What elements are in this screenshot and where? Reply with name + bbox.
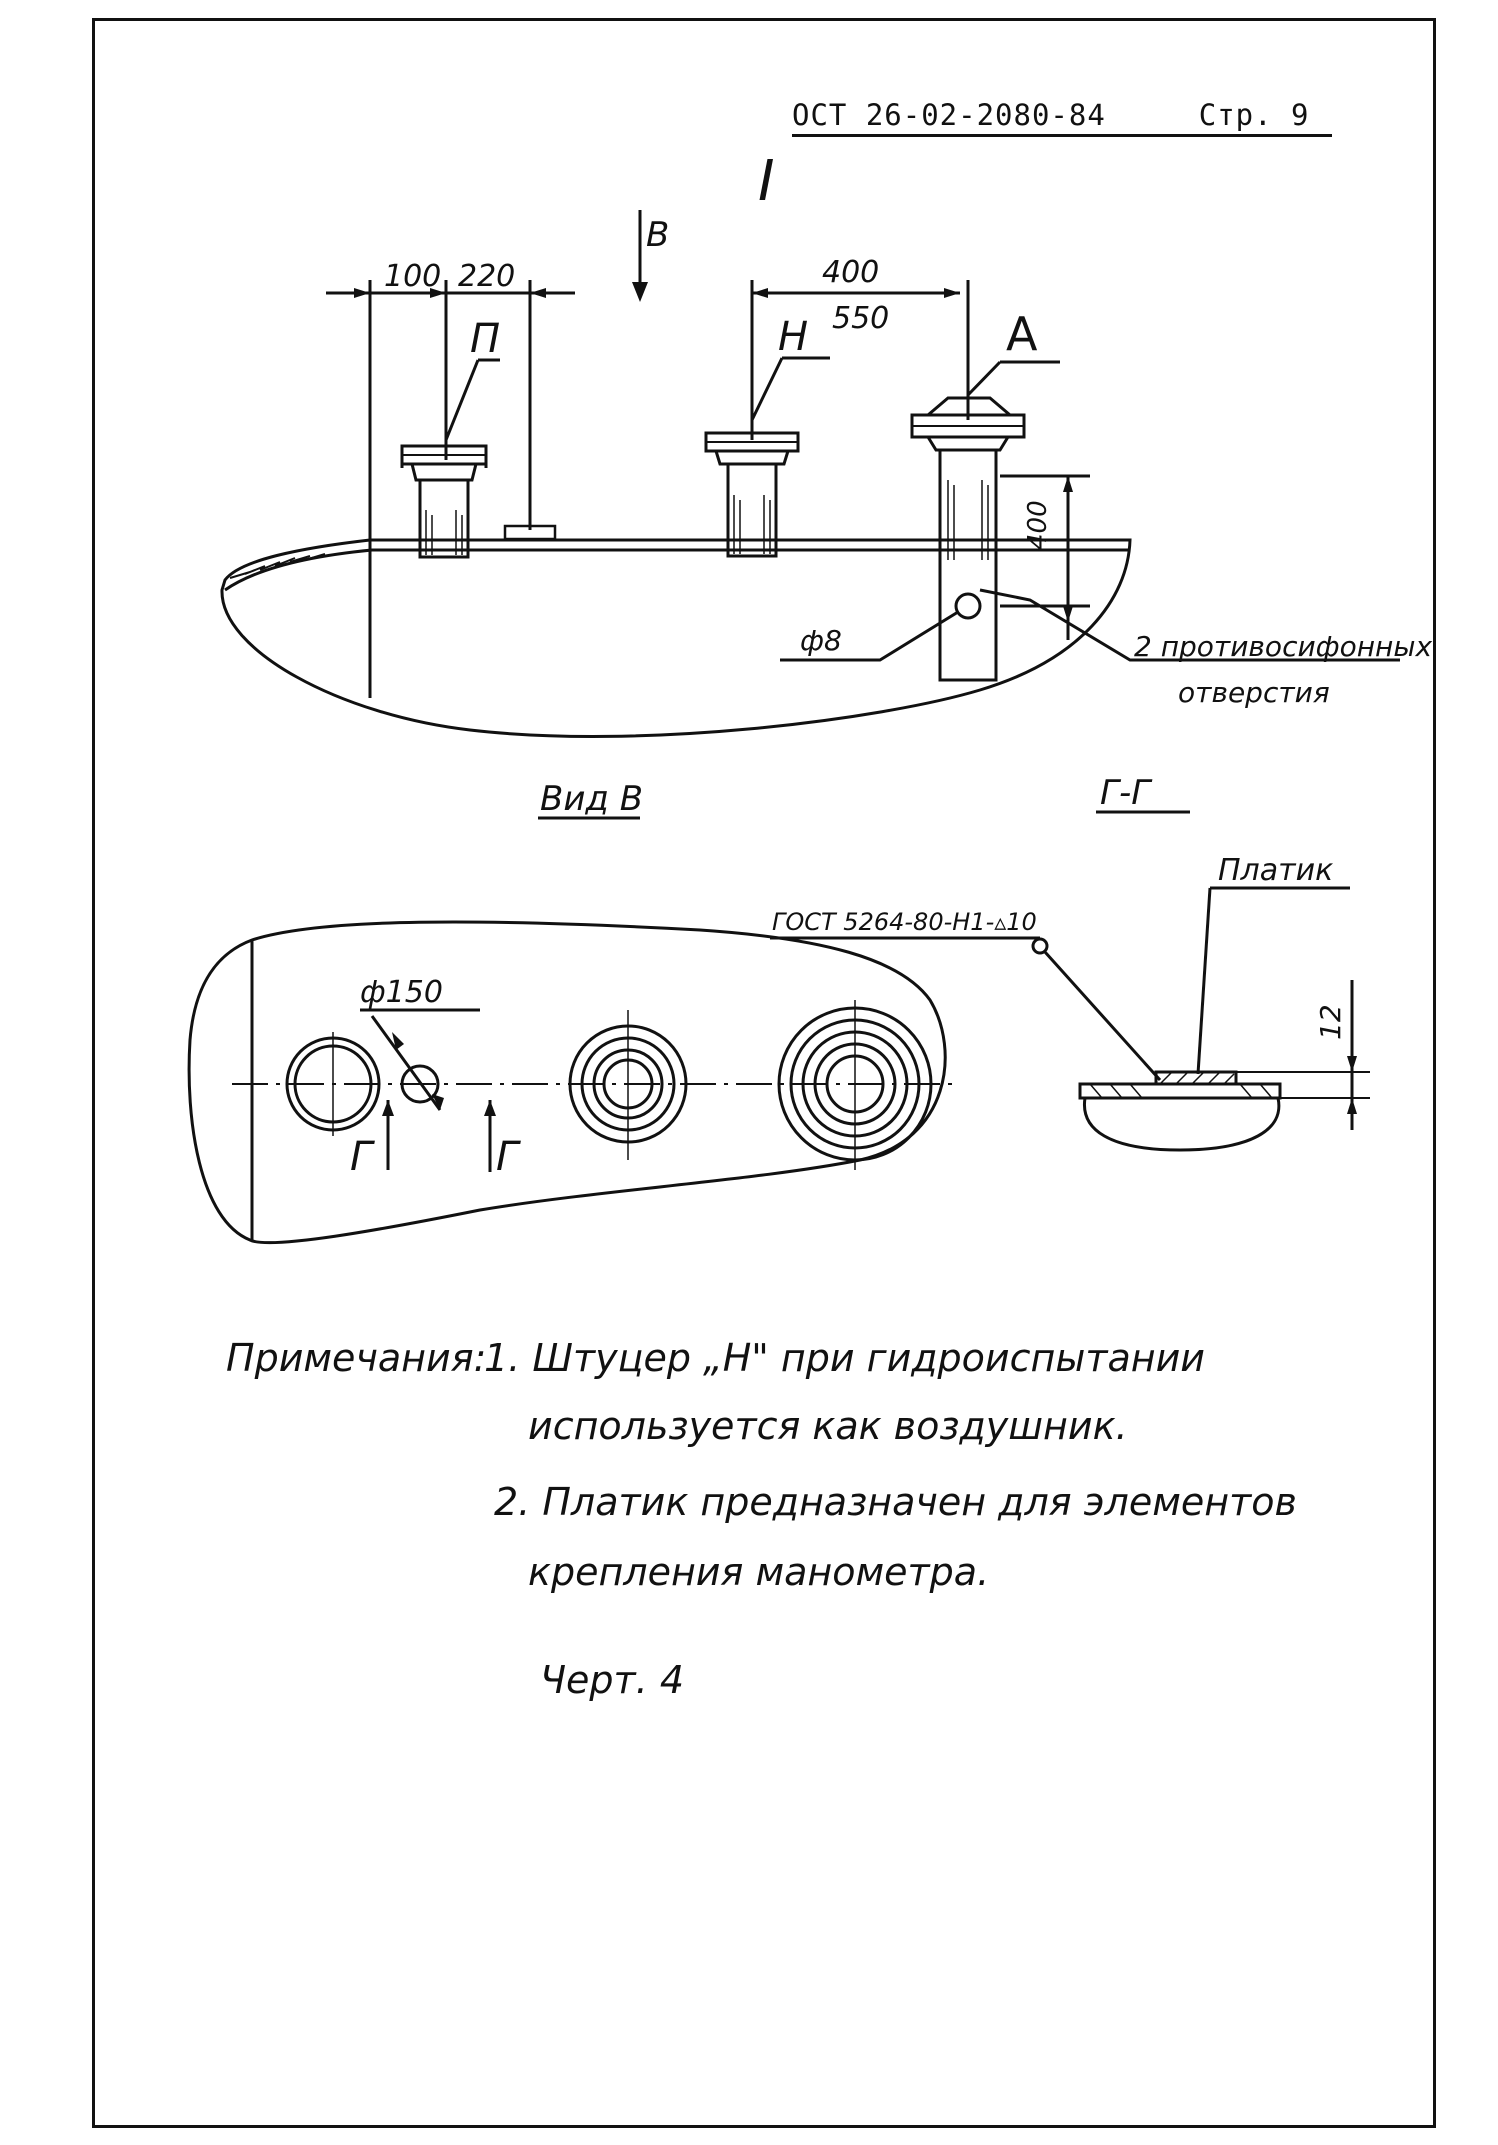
dim-phi8: ф8 xyxy=(800,624,842,657)
section-mark-g1: Г xyxy=(350,1134,375,1180)
note-1-line-1: 1. Штуцер „Н" при гидроиспытании xyxy=(484,1336,1205,1380)
view-b-nozzle-n xyxy=(568,1010,688,1160)
view-b-nozzle-p xyxy=(285,1032,381,1136)
note-1-line-2: используется как воздушник. xyxy=(528,1404,1128,1448)
view-b-platik-hole xyxy=(400,1064,440,1104)
view-b-contour xyxy=(187,920,947,1245)
dim-v400: 400 xyxy=(1023,500,1053,550)
notes-label: Примечания: xyxy=(226,1336,487,1380)
dim-400: 400 xyxy=(822,255,879,290)
figure-label: Черт. 4 xyxy=(540,1658,685,1702)
holes-callout-line1: 2 противосифонных xyxy=(1134,630,1432,663)
nozzle-a-label: А xyxy=(1006,307,1038,361)
page-number: Стр. 9 xyxy=(1198,98,1310,132)
nozzle-a xyxy=(910,396,1026,682)
nozzle-n-label: Н xyxy=(778,314,808,360)
dim-220: 220 xyxy=(458,259,515,294)
gost-weld-callout: ГОСТ 5264-80-Н1-▵10 xyxy=(772,908,1037,936)
view-arrow-label: В xyxy=(646,215,669,255)
nozzle-p xyxy=(400,444,488,559)
section-gg-plate xyxy=(1078,1070,1282,1152)
dim-100: 100 xyxy=(384,259,441,294)
holes-callout-line2: отверстия xyxy=(1178,676,1330,709)
view-b-nozzle-a xyxy=(777,1000,933,1170)
standard-number: ОСТ 26-02-2080-84 xyxy=(792,98,1106,132)
nozzle-p-label: П xyxy=(470,316,500,362)
drawing-frame xyxy=(92,18,1436,2128)
note-2-line-2: крепления манометра. xyxy=(528,1550,990,1594)
section-mark-g2: Г xyxy=(496,1134,521,1180)
view-roman-numeral: I xyxy=(758,149,775,214)
section-gg-title: Г-Г xyxy=(1100,773,1153,813)
note-2-line-1: 2. Платик предназначен для элементов xyxy=(494,1480,1297,1524)
dim-v12: 12 xyxy=(1314,1004,1347,1040)
header-bar: ОСТ 26-02-2080-84 Стр. 9 xyxy=(792,98,1332,137)
platik-label: Платик xyxy=(1218,853,1333,888)
dim-phi150: ф150 xyxy=(360,975,443,1010)
nozzle-n xyxy=(704,431,800,558)
shell-contour xyxy=(220,538,1132,738)
view-b-title: Вид В xyxy=(540,779,643,819)
dim-550: 550 xyxy=(832,301,889,336)
